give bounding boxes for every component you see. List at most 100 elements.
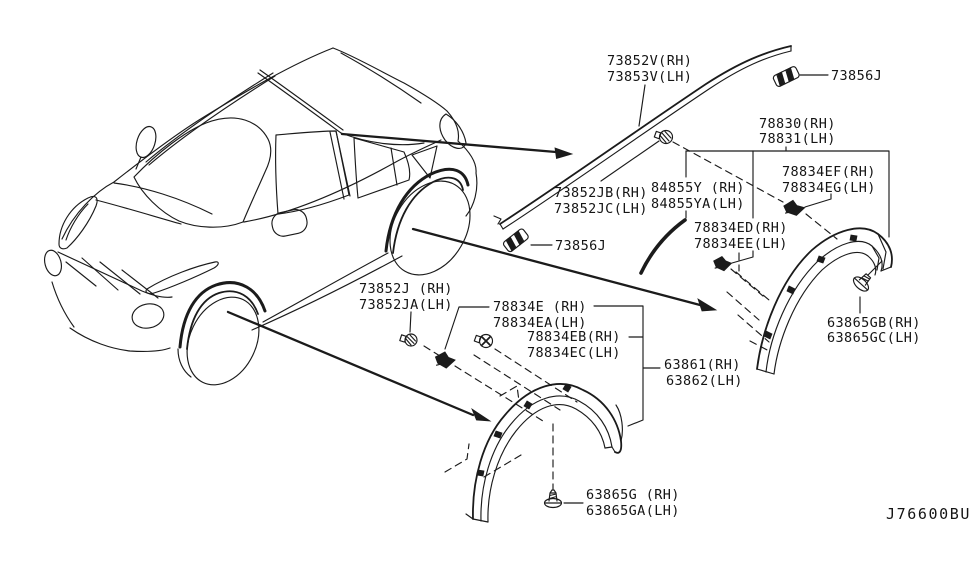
screw-63865g-part — [543, 489, 563, 509]
car-fog-lamp — [131, 303, 165, 329]
label-78834eg-lh: 78834EG(LH) — [782, 180, 876, 196]
clip-73856j-top-part — [772, 66, 800, 87]
pushpin-78834ef-part — [783, 199, 806, 216]
label-73853v-lh: 73853V(LH) — [607, 69, 692, 85]
label-63861-rh: 63861(RH) — [664, 357, 741, 373]
car-rocker — [262, 252, 389, 323]
rear-arch-outer — [756, 227, 893, 370]
car-spoiler-line — [340, 52, 422, 104]
label-78830-rh: 78830(RH) — [759, 116, 836, 132]
label-78834ec-lh: 78834EC(LH) — [527, 345, 621, 361]
car-roof-rear-edge — [332, 47, 448, 112]
car-bumper-top — [57, 251, 173, 298]
roof-molding-part — [493, 45, 792, 230]
car-b-pillar — [329, 130, 351, 200]
car-corner-lamp — [43, 249, 63, 277]
label-63862-lh: 63862(LH) — [666, 373, 743, 389]
dash-ed-to-molding — [730, 268, 764, 297]
front-arch-outer — [472, 383, 623, 520]
dash-ef-to-molding — [805, 213, 838, 240]
car-rear-door-glass — [353, 137, 411, 199]
rear-arch-inner — [773, 251, 877, 375]
label-63865gb-rh: 63865GB(RH) — [827, 315, 921, 331]
car-front-wheel — [186, 296, 260, 386]
label-73856j-top: 73856J — [831, 68, 882, 84]
roof-molding-endcaps — [493, 45, 792, 230]
arrow-rear-arch-head — [697, 298, 718, 312]
arrow-roof — [340, 132, 558, 154]
label-73852jc-lh: 73852JC(LH) — [554, 201, 648, 217]
car-tail-lamp — [439, 113, 467, 149]
car-beltline — [243, 139, 442, 223]
label-78834e-rh: 78834E (RH) — [493, 299, 587, 315]
label-78834ea-lh: 78834EA(LH) — [493, 315, 587, 331]
leader-78834ed — [731, 150, 754, 264]
car-roof-rail-near — [145, 72, 276, 166]
car-door-glass — [275, 130, 350, 215]
arrow-front-arch — [226, 310, 475, 417]
annotation-arrows — [226, 132, 718, 422]
label-73852ja-lh: 73852JA(LH) — [359, 297, 453, 313]
screw-63865gb-part — [852, 273, 872, 292]
arrow-roof-head — [554, 147, 574, 160]
car-rear-wheel — [389, 180, 471, 276]
roof-molding-inner — [502, 50, 792, 230]
leader-63865gb — [859, 260, 883, 314]
car-front-arch-molding-inner — [186, 290, 259, 350]
leader-73852jb — [600, 140, 660, 182]
pushpin-78834e-part — [434, 351, 456, 369]
front-arch-mid — [480, 395, 613, 522]
label-84855y-rh: 84855Y (RH) — [651, 180, 745, 196]
car-hood-crease — [113, 182, 213, 215]
car-rear-arch-molding-inner — [392, 176, 464, 254]
car-door-bottom — [251, 255, 403, 331]
dash-front-zone — [423, 345, 578, 478]
car-hood-edge — [95, 199, 182, 225]
label-63865ga-lh: 63865GA(LH) — [586, 503, 680, 519]
arrow-rear-arch — [411, 227, 702, 307]
dash-rear-zone — [726, 252, 772, 353]
label-84855ya-lh: 84855YA(LH) — [651, 196, 745, 212]
car-bumper-lower — [51, 281, 171, 352]
car-front-arch-molding — [178, 281, 267, 349]
car-rear-pillar — [446, 110, 478, 217]
bracket-63861 — [593, 305, 661, 427]
leader-73852v — [638, 84, 646, 127]
arrow-front-arch-head — [471, 407, 492, 422]
label-63865gc-lh: 63865GC(LH) — [827, 330, 921, 346]
car-quarter-window — [411, 145, 438, 179]
labels: 73852V(RH) 73853V(LH) 73856J 78830(RH) 7… — [359, 53, 969, 523]
rear-arch-front-tip — [639, 218, 687, 275]
grommet-73852j-part — [399, 333, 418, 347]
label-78834ef-rh: 78834EF(RH) — [782, 164, 876, 180]
leader-78834e-left — [444, 306, 490, 350]
car-illustration — [43, 47, 478, 386]
leader-lines — [409, 74, 890, 504]
rear-arch-tabs — [763, 234, 858, 340]
rear-arch-end-details — [756, 233, 892, 375]
bracket-78830 — [685, 146, 890, 238]
car-roof-rail-far — [257, 69, 344, 134]
dash-jb-to-ef — [672, 141, 784, 203]
rear-arch-mid — [765, 240, 883, 373]
label-73852jb-rh: 73852JB(RH) — [554, 185, 648, 201]
pushpin-78834ed-part — [713, 256, 733, 272]
leader-73852j — [409, 311, 412, 333]
front-arch-tabs — [476, 383, 572, 477]
label-78834ee-lh: 78834EE(LH) — [694, 236, 788, 252]
label-73852j-rh: 73852J (RH) — [359, 281, 453, 297]
car-headlamp — [58, 195, 98, 250]
front-arch-inner — [487, 404, 606, 523]
front-arch-molding-part — [465, 383, 623, 523]
car-windshield — [133, 117, 272, 228]
label-78831-lh: 78831(LH) — [759, 131, 836, 147]
leader-78834ef — [804, 193, 832, 208]
grommet-78834eb-part — [473, 333, 494, 349]
grommet-73852jb-part — [653, 129, 674, 145]
car-grille-slats — [65, 257, 159, 299]
front-arch-end-details — [465, 404, 623, 523]
car-front-silhouette — [61, 47, 334, 240]
rear-arch-molding-part — [639, 218, 893, 375]
